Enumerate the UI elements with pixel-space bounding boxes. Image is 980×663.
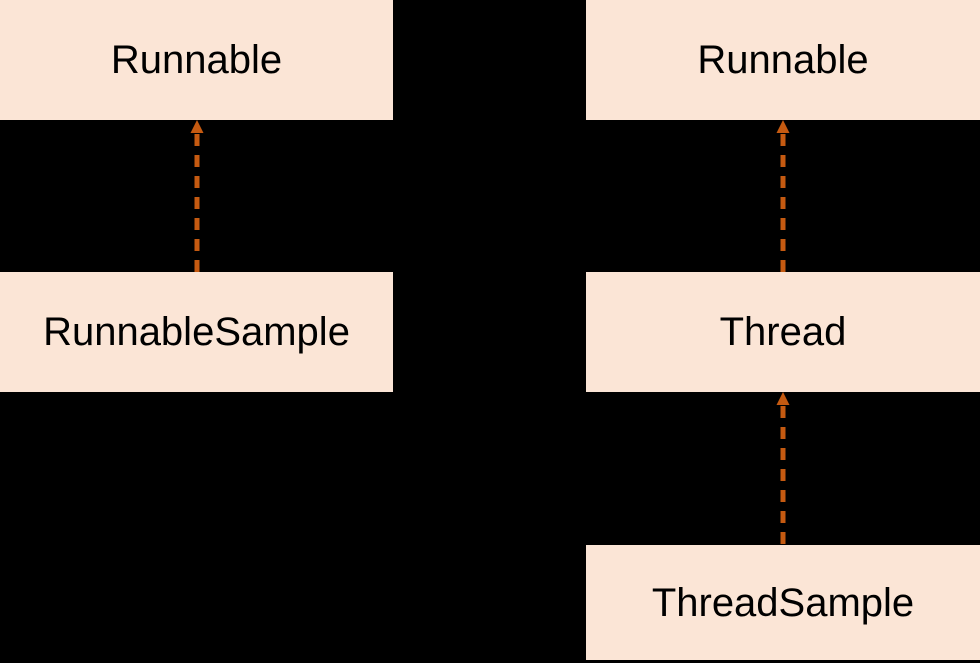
class-box-threadsample: ThreadSample [586,545,980,660]
inheritance-arrow-threadsample-to-thread [776,392,790,545]
arrowhead-icon [190,120,204,133]
arrowhead-icon [776,392,790,405]
class-box-thread: Thread [586,272,980,392]
arrowhead-icon [776,120,790,133]
inheritance-arrow-runnablesample-to-runnable [190,120,204,272]
inheritance-arrow-thread-to-runnable [776,120,790,272]
class-box-runnable-right: Runnable [586,0,980,120]
class-box-runnablesample: RunnableSample [0,272,393,392]
class-box-runnable-left: Runnable [0,0,393,120]
